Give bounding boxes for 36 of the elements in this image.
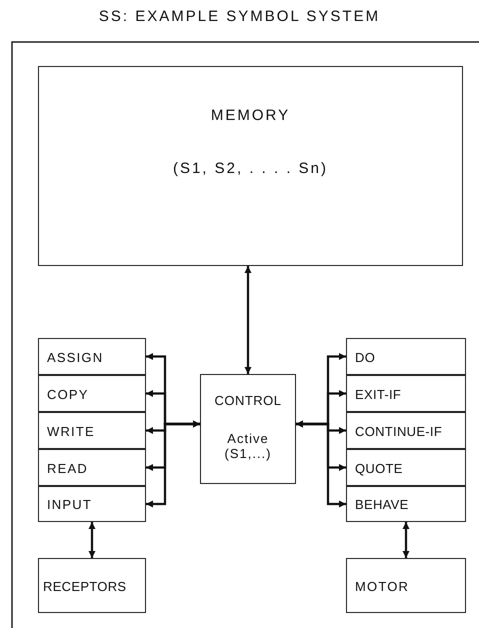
instruction-box	[346, 449, 466, 486]
memory-box	[38, 66, 463, 266]
instruction-box	[38, 375, 146, 412]
box-label: QUOTE	[355, 460, 403, 476]
instruction-box	[38, 412, 146, 449]
connector-arrow	[146, 420, 200, 508]
box-subtext: Active (S1,...)	[223, 431, 272, 461]
box-label: CONTINUE-IF	[355, 424, 442, 438]
io-box	[346, 558, 466, 613]
connector-arrow	[88, 522, 96, 558]
box-label: MEMORY	[210, 107, 292, 124]
instruction-box	[38, 449, 146, 486]
box-label: BEHAVE	[355, 497, 409, 512]
box-label: INPUT	[47, 497, 92, 512]
diagram-title: SS: EXAMPLE SYMBOL SYSTEM	[98, 8, 382, 25]
box-label: CONTROL	[213, 393, 283, 408]
box-label: DO	[355, 350, 376, 364]
instruction-box	[38, 338, 146, 375]
instruction-box	[346, 412, 466, 449]
connector-arrow	[244, 266, 252, 374]
connector-arrow	[296, 420, 346, 508]
box-label: RECEPTORS	[43, 578, 126, 594]
box-label: READ	[47, 460, 88, 476]
box-label: MOTOR	[355, 578, 410, 594]
box-label: WRITE	[47, 424, 95, 438]
instruction-box	[346, 486, 466, 522]
instruction-box	[346, 338, 466, 375]
instruction-box	[346, 375, 466, 412]
instruction-box	[38, 486, 146, 522]
box-subtext: (S1, S2, . . . . Sn)	[172, 160, 330, 177]
box-label: EXIT-IF	[355, 386, 402, 402]
io-box	[38, 558, 146, 613]
control-box	[200, 374, 296, 484]
box-label: COPY	[47, 386, 89, 402]
connector-arrow	[402, 522, 410, 558]
box-label: ASSIGN	[47, 350, 104, 364]
